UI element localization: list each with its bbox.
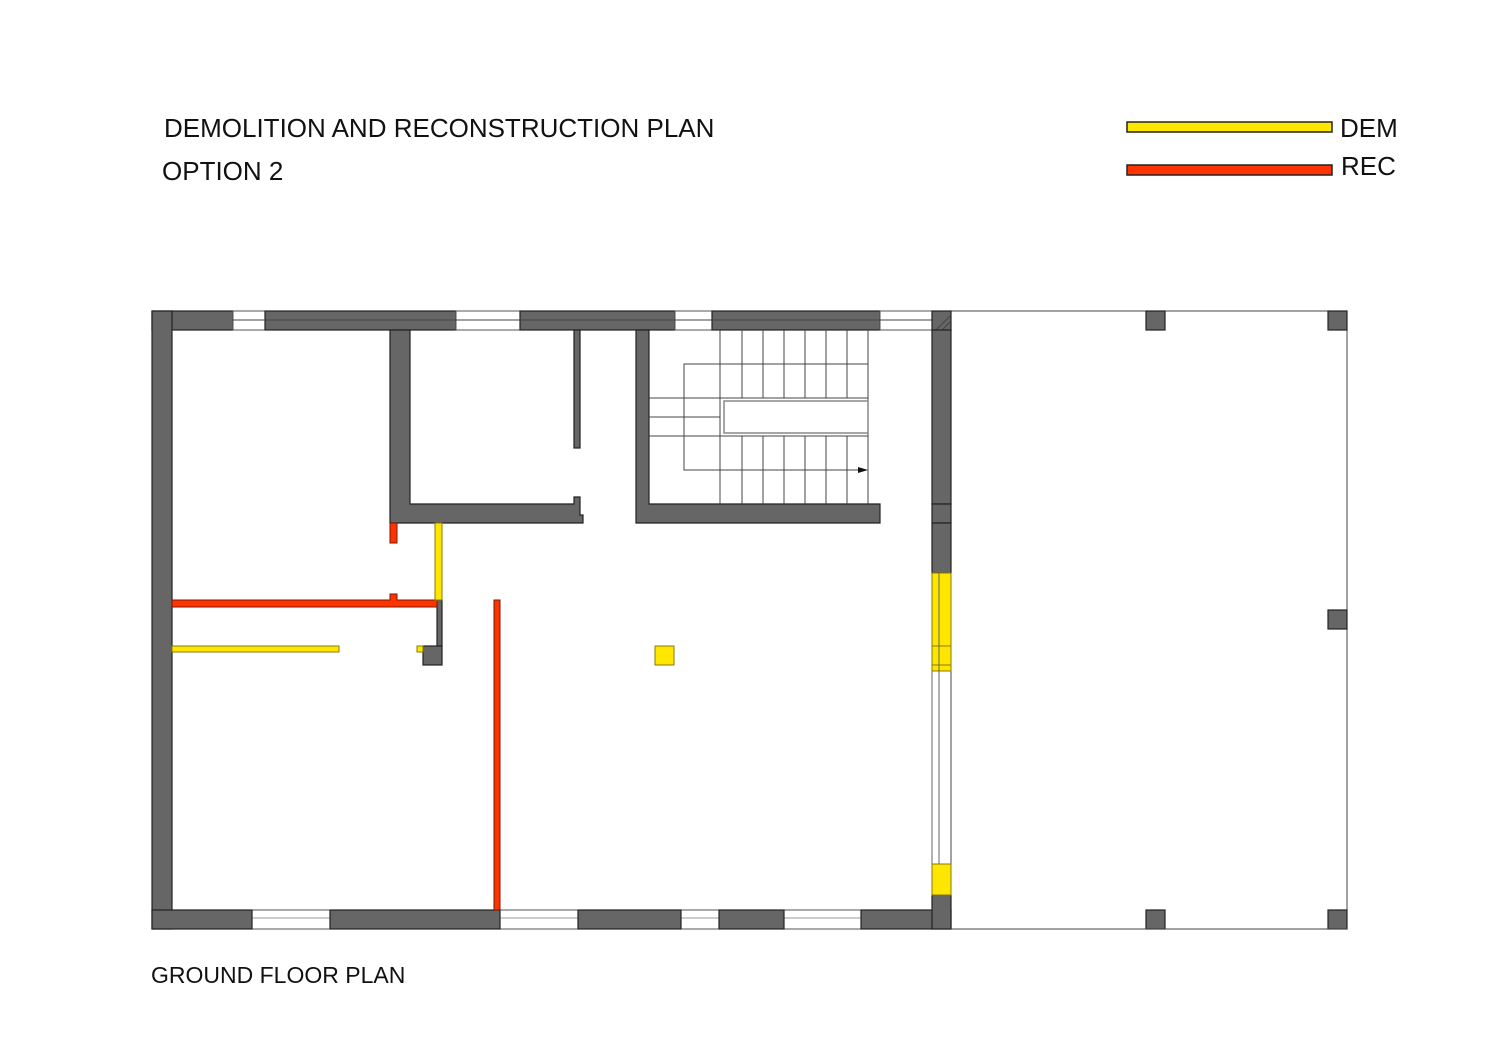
- room-wall-l-shape: [389, 329, 584, 524]
- stair-direction-arrow-icon: [858, 467, 868, 473]
- column: [422, 645, 443, 666]
- column: [1145, 909, 1166, 930]
- plan-label: GROUND FLOOR PLAN: [151, 962, 405, 988]
- reconstruction-wall: [389, 522, 398, 544]
- reconstruction-wall: [493, 599, 501, 911]
- reconstruction-wall: [171, 593, 438, 608]
- right-wall: [931, 310, 952, 896]
- wall-segment: [151, 909, 253, 930]
- wall-segment: [931, 522, 952, 574]
- demolition-wall: [171, 645, 340, 653]
- demolition-column: [654, 645, 675, 666]
- plan-title: DEMOLITION AND RECONSTRUCTION PLAN: [164, 113, 714, 143]
- window: [499, 909, 579, 930]
- reconstruction-walls: [171, 522, 501, 911]
- hatch-line: [941, 320, 952, 331]
- wall-segment: [931, 329, 952, 505]
- wall-segment: [329, 909, 501, 930]
- left-wall: [151, 310, 173, 930]
- wall-segment: [718, 909, 785, 930]
- bottom-wall: [151, 894, 1347, 930]
- window: [783, 909, 862, 930]
- column: [1327, 909, 1348, 930]
- window: [251, 909, 331, 930]
- demolition-wall: [931, 572, 952, 672]
- demolition-wall: [931, 863, 952, 896]
- stair-walk-line: [683, 363, 868, 471]
- partition-wall: [436, 599, 443, 647]
- hatched-column: [931, 310, 952, 331]
- annex-columns: [1145, 310, 1348, 930]
- legend: DEM REC: [1126, 113, 1398, 181]
- wall-segment: [931, 503, 952, 524]
- column: [1327, 310, 1348, 331]
- legend-dem-label: DEM: [1340, 113, 1398, 143]
- demolition-wall: [434, 522, 443, 601]
- interior-walls: [389, 329, 881, 666]
- window: [680, 909, 720, 930]
- legend-rec-swatch: [1126, 164, 1333, 176]
- wall-segment: [931, 894, 952, 930]
- demolition-walls: [171, 522, 675, 666]
- column: [1145, 310, 1166, 331]
- plan-option: OPTION 2: [162, 156, 283, 186]
- legend-rec-label: REC: [1341, 151, 1396, 181]
- partition-wall: [573, 329, 581, 449]
- wall-segment: [577, 909, 682, 930]
- annex-outline: [950, 310, 1348, 930]
- top-wall: [151, 310, 933, 331]
- stair-enclosure-wall: [635, 329, 881, 524]
- column: [1327, 609, 1348, 630]
- demolition-wall: [416, 645, 424, 653]
- stair-well: [723, 400, 869, 434]
- legend-dem-swatch: [1126, 121, 1333, 133]
- hatch-line: [935, 314, 952, 331]
- staircase: [649, 330, 869, 504]
